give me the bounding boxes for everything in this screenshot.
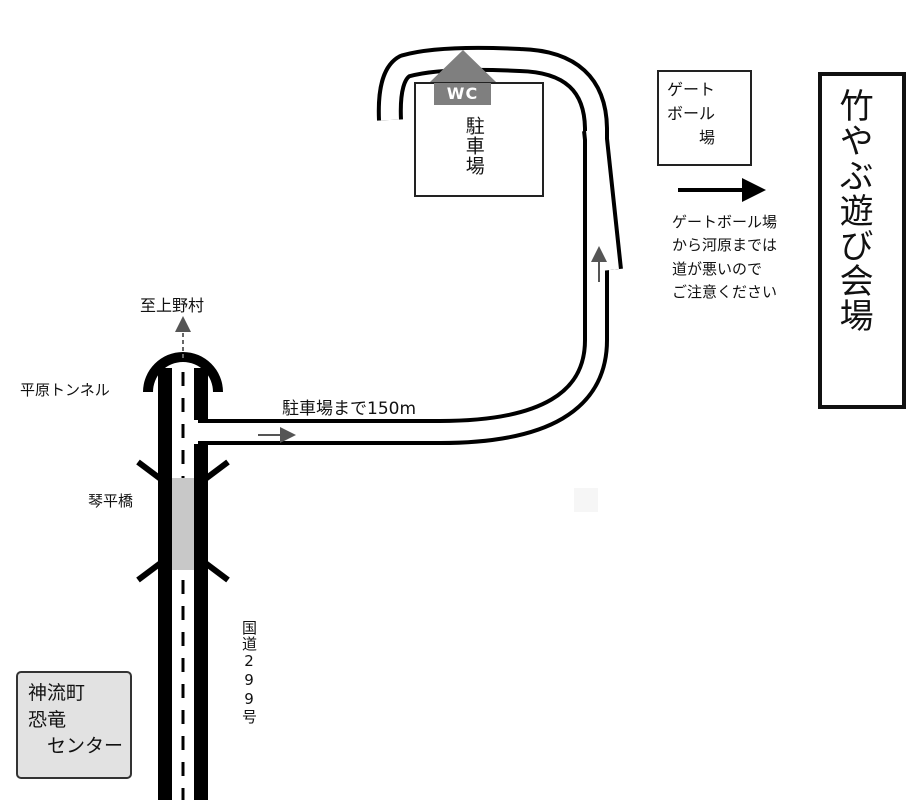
route-label: 国道299号 xyxy=(240,620,258,725)
wc-badge: WC xyxy=(434,83,491,105)
dinosaur-center-box xyxy=(16,671,132,779)
tunnel-arch xyxy=(143,352,223,392)
tunnel-label: 平原トンネル xyxy=(20,381,110,399)
venue-box xyxy=(818,72,906,409)
bridge-label: 琴平橋 xyxy=(88,492,134,510)
wc-roof-icon xyxy=(430,50,496,82)
venue-title: 竹やぶ遊び会場 xyxy=(833,88,874,333)
parking-distance-label: 駐車場まで150m xyxy=(282,399,417,419)
road-warning-note: ゲートボール場 から河原までは 道が悪いので ご注意ください xyxy=(672,213,778,301)
gateball-field xyxy=(657,70,752,166)
side-road xyxy=(196,45,623,445)
dinosaur-center-label: 神流町 恐竜 センター xyxy=(28,682,124,758)
to-kaminomura-label: 至上野村 xyxy=(140,296,205,315)
parking-label: 駐車場 xyxy=(462,116,485,176)
bridge xyxy=(136,459,230,583)
faint-mark xyxy=(574,488,598,512)
gateball-label: ゲート ボール 場 xyxy=(667,80,716,147)
